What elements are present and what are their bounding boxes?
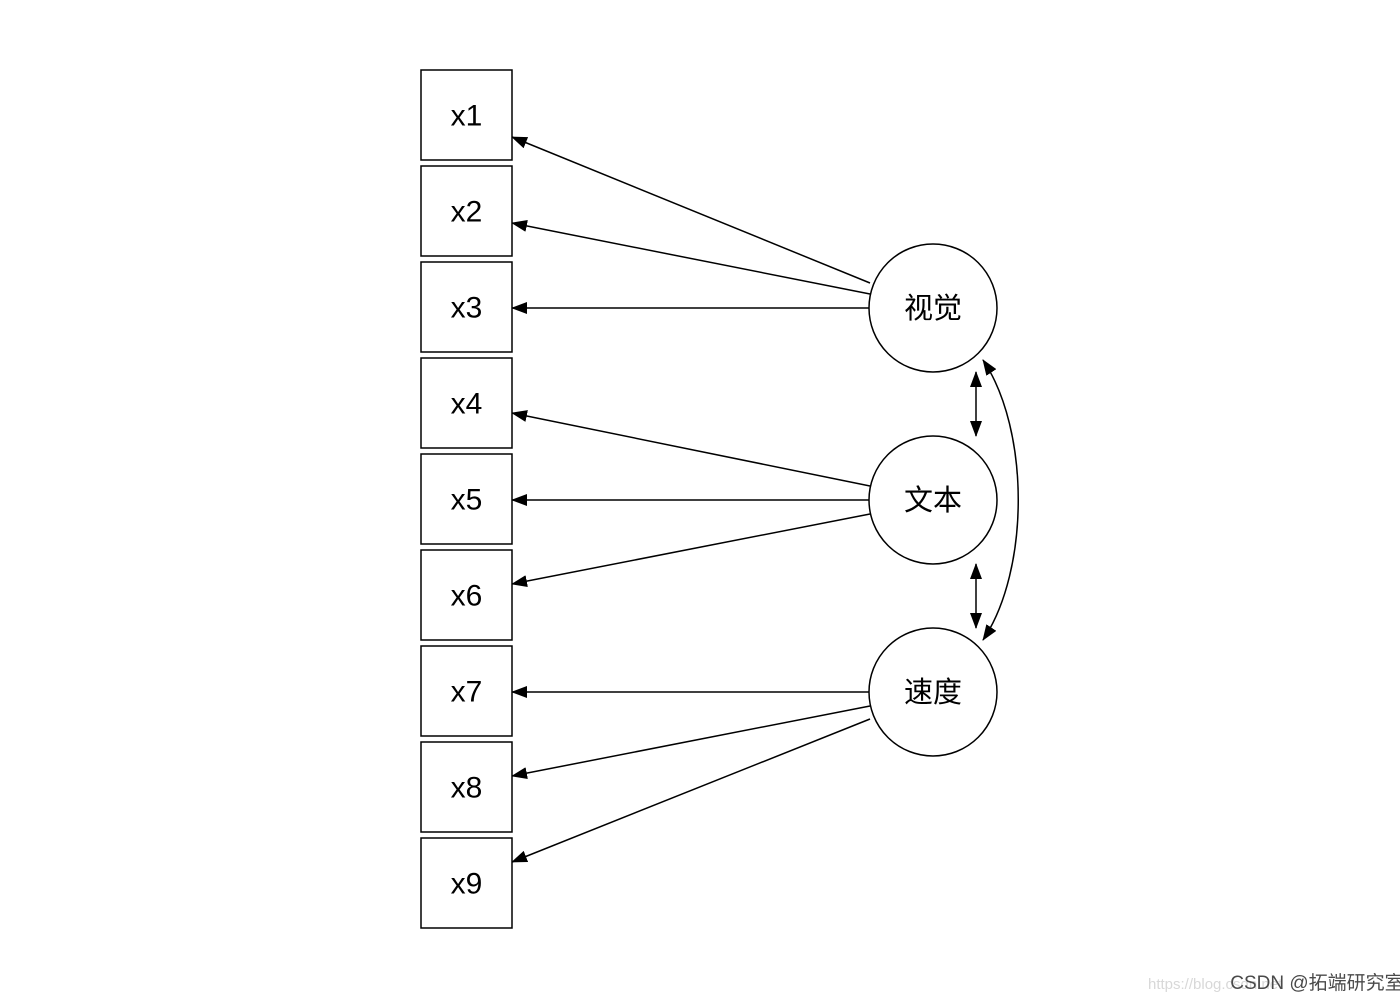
covariance-arrow-visual-speed [982, 359, 1019, 641]
observed-box-x5 [420, 453, 513, 545]
latent-label-visual: 视觉 [904, 291, 962, 325]
watermark: https://blog.csdn.netCSDN @拓端研究室 [1148, 968, 1400, 995]
observed-label-x8: x8 [451, 772, 483, 805]
loading-arrow-text-x6 [511, 513, 871, 588]
observed-label-x9: x9 [451, 868, 483, 901]
observed-x1: x1 [420, 69, 513, 161]
edges-layer [511, 136, 1019, 863]
observed-x8: x8 [420, 741, 513, 833]
loading-arrow-visual-x1 [511, 136, 871, 284]
observed-box-x4 [420, 357, 513, 449]
latent-circle-speed [868, 627, 998, 757]
observed-label-x2: x2 [451, 196, 483, 229]
latent-circle-text [868, 435, 998, 565]
observed-x9: x9 [420, 837, 513, 929]
loading-arrow-speed-x8 [511, 705, 871, 780]
observed-box-x6 [420, 549, 513, 641]
watermark-brand: CSDN @拓端研究室 [1230, 973, 1400, 994]
observed-label-x3: x3 [451, 292, 483, 325]
observed-box-x1 [420, 69, 513, 161]
observed-label-x5: x5 [451, 484, 483, 517]
observed-label-x6: x6 [451, 580, 483, 613]
observed-box-x9 [420, 837, 513, 929]
observed-box-x3 [420, 261, 513, 353]
observed-x7: x7 [420, 645, 513, 737]
observed-label-x1: x1 [451, 100, 483, 133]
observed-x3: x3 [420, 261, 513, 353]
observed-box-x2 [420, 165, 513, 257]
latent-text: 文本 [868, 435, 998, 565]
observed-box-x7 [420, 645, 513, 737]
observed-x6: x6 [420, 549, 513, 641]
observed-x4: x4 [420, 357, 513, 449]
latent-label-text: 文本 [904, 483, 962, 517]
observed-x2: x2 [420, 165, 513, 257]
observed-label-x7: x7 [451, 676, 483, 709]
observed-label-x4: x4 [451, 388, 483, 421]
latent-circle-visual [868, 243, 998, 373]
loading-arrow-text-x4 [511, 410, 871, 487]
latent-visual: 视觉 [868, 243, 998, 373]
latent-speed: 速度 [868, 627, 998, 757]
latent-label-speed: 速度 [904, 675, 962, 709]
observed-box-x8 [420, 741, 513, 833]
loading-arrow-visual-x2 [511, 220, 871, 295]
loading-arrow-speed-x9 [511, 718, 871, 863]
observed-x5: x5 [420, 453, 513, 545]
watermark-url: https://blog.csdn.net [1148, 976, 1283, 993]
